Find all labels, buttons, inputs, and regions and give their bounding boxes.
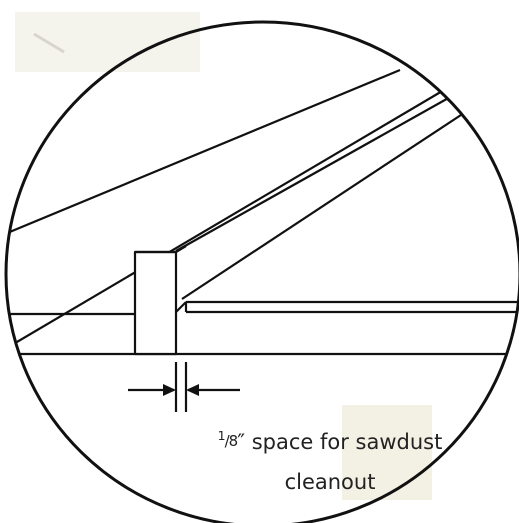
brace-top-edge	[6, 89, 445, 353]
dim-arrowhead-left	[163, 384, 176, 396]
brace-front-bottom-edge	[181, 112, 465, 300]
upper-rafter-line	[6, 68, 401, 238]
caption-line-1-rest: ″ space for sawdust	[237, 430, 443, 454]
post-end	[133, 250, 178, 356]
caption-line-2: cleanout	[284, 470, 376, 494]
gap-caption: 1/8″ space for sawdust cleanout	[218, 420, 443, 501]
fraction-numerator: 1	[217, 428, 226, 443]
detail-circle-outline	[4, 20, 519, 523]
gap-notch	[175, 301, 187, 313]
fraction: 1/8	[217, 428, 239, 450]
scan-stain-bottom-right	[342, 405, 432, 500]
caption-line-1: 1/8″ space for sawdust	[218, 420, 443, 463]
brace-front-top-edge	[175, 95, 453, 252]
post-top-bevel	[175, 245, 187, 253]
brace-end-edge	[443, 89, 465, 114]
scan-smudge	[33, 32, 65, 54]
fraction-denominator: 8	[228, 432, 238, 450]
scan-stain-top-left	[15, 12, 200, 72]
dim-arrowhead-right	[186, 384, 199, 396]
